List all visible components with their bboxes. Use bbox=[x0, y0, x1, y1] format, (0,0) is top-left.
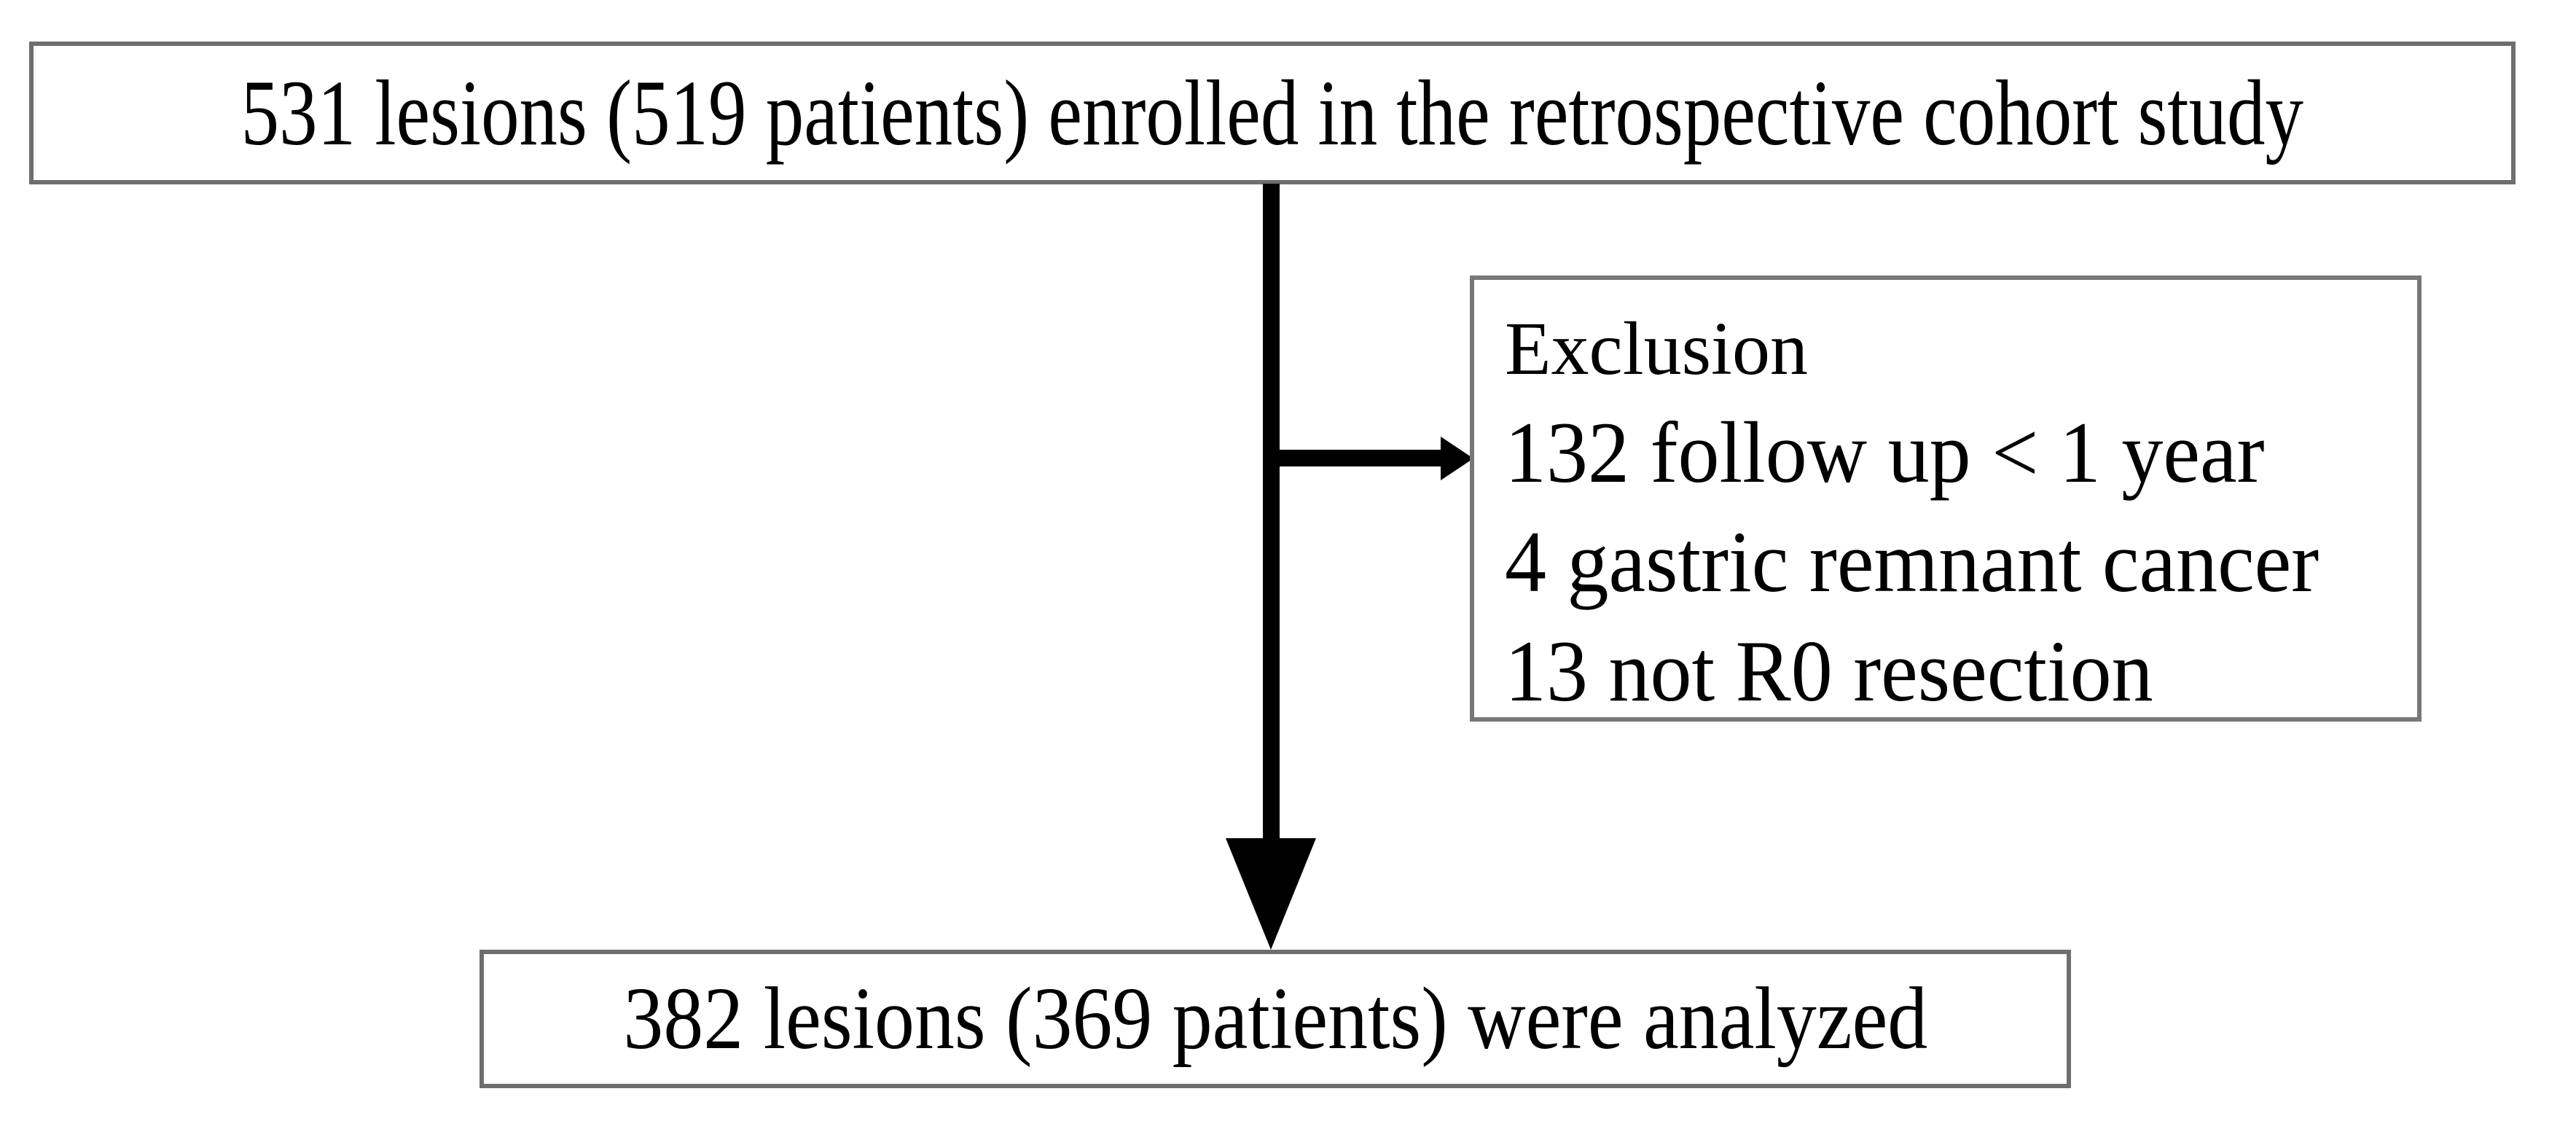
down-arrowhead-icon bbox=[1226, 838, 1316, 950]
branch-arrowhead-icon bbox=[1441, 437, 1473, 480]
branch-arrow-line bbox=[1280, 450, 1444, 466]
enrollment-box: 531 lesions (519 patients) enrolled in t… bbox=[29, 42, 2516, 184]
analyzed-text: 382 lesions (369 patients) were analyzed bbox=[623, 969, 1927, 1068]
down-arrow-line bbox=[1263, 184, 1280, 843]
exclusion-item-remnant-cancer: 4 gastric remnant cancer bbox=[1505, 513, 2319, 610]
exclusion-title: Exclusion bbox=[1505, 307, 1808, 391]
exclusion-item-not-r0: 13 not R0 resection bbox=[1505, 622, 2153, 719]
analyzed-box: 382 lesions (369 patients) were analyzed bbox=[479, 950, 2071, 1088]
enrollment-text: 531 lesions (519 patients) enrolled in t… bbox=[240, 61, 2304, 165]
exclusion-item-followup: 132 follow up < 1 year bbox=[1505, 404, 2265, 501]
exclusion-box: Exclusion 132 follow up < 1 year 4 gastr… bbox=[1470, 276, 2422, 722]
